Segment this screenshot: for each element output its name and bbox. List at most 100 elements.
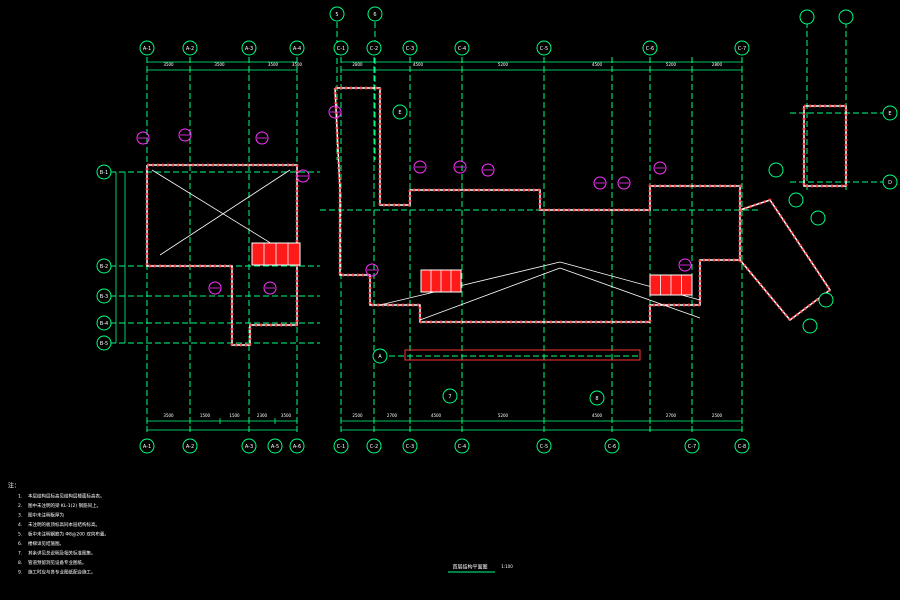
axis-bottom-mid-circle: [604, 438, 620, 454]
note-text: 板中未注明钢筋为 Φ8@200 双向布置。: [28, 531, 109, 538]
axis-center-circle: [589, 390, 605, 406]
note-number: 2.: [18, 503, 22, 509]
axis-top-left-circle: [241, 40, 257, 56]
tag-circle: [296, 169, 310, 183]
tag-circle: [593, 176, 607, 190]
axis-center-label: 8: [595, 396, 598, 402]
dim-top-left-text: 3500: [214, 62, 225, 67]
axis-row-label: B-2: [100, 264, 108, 270]
note-text: 本层结构层标高见结构层楼面标高表。: [28, 493, 105, 500]
dim-bottom-left-text: 3500: [281, 413, 292, 418]
note-text: 施工时应与各专业图纸配合施工。: [28, 569, 96, 576]
axis-bottom-mid-circle: [402, 438, 418, 454]
bottom-beam: [404, 349, 641, 361]
tag-circle: [328, 105, 342, 119]
dim-bottom-mid-text: 4500: [592, 413, 603, 418]
main-block-wall-hatch: [333, 86, 742, 324]
axis-angled-circle: [802, 318, 818, 334]
right-box-wall-hatch: [802, 104, 848, 188]
left-wing-wall-hatch: [145, 163, 299, 347]
tag-circle: [136, 131, 150, 145]
tag-circle: [617, 176, 631, 190]
notes-header: 注：: [8, 482, 20, 490]
dim-bottom-mid-text: 2700: [666, 413, 677, 418]
axis-bottom-left-circle: [241, 438, 257, 454]
axis-row-circle: [96, 335, 112, 351]
note-text: 其余详见总说明及相关标准图集。: [28, 550, 96, 557]
axis-bottom-mid-label: C-4: [458, 444, 466, 450]
tag-circle: [413, 160, 427, 174]
tag-circle: [178, 128, 192, 142]
axis-top-extra-circle: [329, 6, 345, 22]
axis-angled-circle: [788, 192, 804, 208]
axis-bottom-mid-circle: [454, 438, 470, 454]
note-number: 4.: [18, 522, 22, 528]
axis-top-mid-circle: [402, 40, 418, 56]
note-text: 未注明的板顶标高同本层结构标高。: [28, 521, 100, 528]
axis-top-left-label: A-3: [245, 46, 253, 52]
axis-bottom-left-label: A-6: [293, 444, 301, 450]
note-text: 图中未注明板厚为: [28, 512, 64, 519]
axis-top-left-label: A-1: [143, 46, 151, 52]
axis-row-circle: [96, 288, 112, 304]
axis-angled-circle: [810, 210, 826, 226]
diagonal-line: [419, 267, 561, 321]
axis-bottom-left-label: A-1: [143, 444, 151, 450]
axis-top-mid-circle: [536, 40, 552, 56]
tag-circle: [208, 281, 222, 295]
axis-top-extra-label: 6: [373, 12, 376, 18]
axis-bottom-left-label: A-2: [186, 444, 194, 450]
axis-top-mid-label: C-6: [646, 46, 654, 52]
drawing-title: 首层结构平面图: [452, 564, 487, 571]
axis-row-circle: [96, 164, 112, 180]
dim-bottom-left-text: 1500: [229, 413, 240, 418]
axis-top-mid-label: C-4: [458, 46, 466, 52]
axis-row-label: B-5: [100, 341, 108, 347]
axis-row-circle: [96, 258, 112, 274]
axis-bottom-left-circle: [182, 438, 198, 454]
note-text: 楼梯详见结施图。: [28, 540, 64, 547]
tag-circle: [481, 163, 495, 177]
axis-angled-circle: [818, 292, 834, 308]
dim-bottom-mid-text: 2500: [352, 413, 363, 418]
diagonal-line: [379, 261, 561, 306]
note-number: 8.: [18, 560, 22, 566]
dim-top-left-text: 3500: [292, 62, 303, 67]
axis-center-circle: [442, 388, 458, 404]
tag-circle: [653, 161, 667, 175]
axis-bottom-mid-label: C-3: [406, 444, 414, 450]
tag-circle: [365, 263, 379, 277]
axis-center-circle: [372, 348, 388, 364]
axis-bottom-mid-label: C-7: [688, 444, 696, 450]
axis-top-mid-label: C-3: [406, 46, 414, 52]
diagonal-line: [159, 169, 291, 256]
axis-bottom-left-circle: [267, 438, 283, 454]
axis-top-left-label: A-2: [186, 46, 194, 52]
axis-top-mid-circle: [642, 40, 658, 56]
axis-row-label: B-4: [100, 321, 108, 327]
axis-center-label: A: [378, 354, 382, 360]
dim-top-left-text: 3500: [163, 62, 174, 67]
axis-bottom-mid-label: C-6: [608, 444, 616, 450]
tag-circle: [263, 281, 277, 295]
tag-circle: [678, 258, 692, 272]
dim-top-left-text: 3500: [268, 62, 279, 67]
dim-bottom-left-text: 2300: [257, 413, 268, 418]
dim-top-mid-text: 2800: [712, 62, 723, 67]
axis-right-label: E: [888, 111, 891, 117]
equipment-blocks: [136, 105, 693, 296]
diagonal-line: [151, 169, 291, 256]
note-number: 7.: [18, 551, 22, 557]
note-number: 3.: [18, 513, 22, 519]
note-number: 1.: [18, 494, 22, 500]
axis-row-label: B-1: [100, 170, 108, 176]
wall-outlines: [145, 86, 848, 361]
note-text: 图中未注明的梁 KL-1(2) 钢筋同上。: [28, 502, 101, 509]
axis-right-circle: [882, 174, 898, 190]
dim-bottom-mid-text: 2700: [387, 413, 398, 418]
axis-bottom-mid-circle: [536, 438, 552, 454]
angled-wing-wall-hatch: [738, 198, 833, 323]
